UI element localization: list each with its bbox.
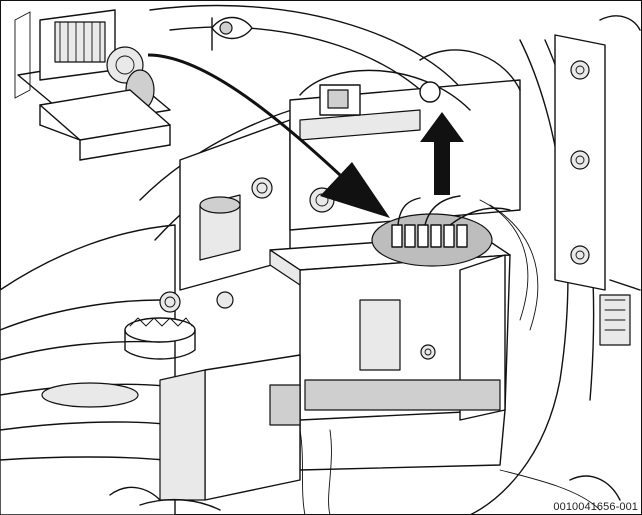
arrow-diagonal-icon: [147, 53, 390, 218]
burner-housing: [0, 224, 176, 515]
wiring: [299, 199, 621, 515]
control-unit: [269, 234, 511, 471]
eye-icon: [211, 16, 253, 51]
gas-valve: [109, 317, 301, 511]
arrow-up-icon: [420, 112, 464, 195]
appliance-overview-inset: [14, 9, 171, 161]
connector-block: [371, 195, 511, 267]
document-id: 0010041656-001: [553, 501, 638, 513]
back-panel: [159, 119, 291, 313]
mounting-rail: [554, 15, 641, 346]
